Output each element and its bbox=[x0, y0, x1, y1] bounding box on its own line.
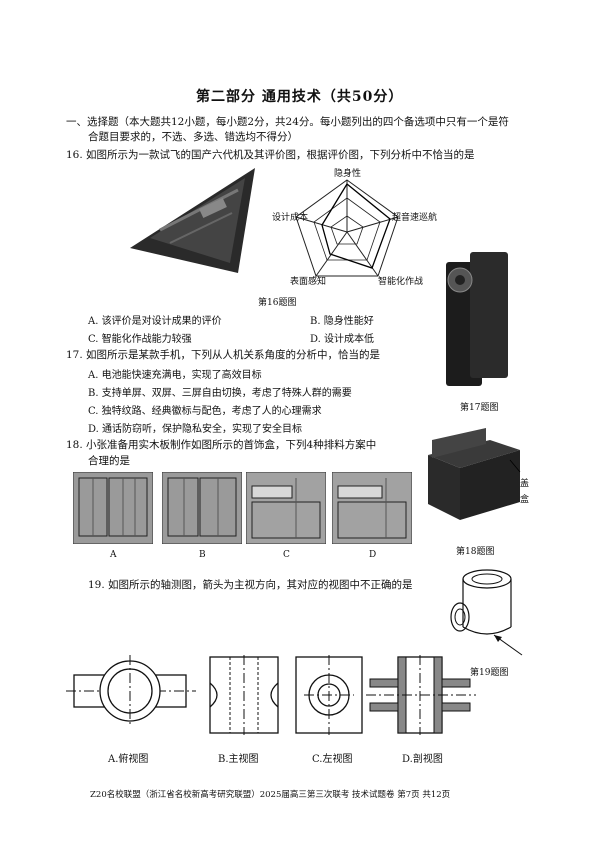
jet-photo bbox=[130, 168, 255, 273]
layout-option-d bbox=[332, 472, 412, 544]
choice-label-c: C bbox=[283, 550, 290, 560]
q16-stem: 16. 如图所示为一款试飞的国产六代机及其评价图，根据评价图，下列分析中不恰当的… bbox=[66, 149, 475, 161]
q16-option-d: D. 设计成本低 bbox=[310, 334, 375, 345]
radar-label-intelligent: 智能化作战 bbox=[378, 277, 424, 287]
radar-label-cost: 设计成本 bbox=[272, 213, 309, 223]
q17-option-b: B. 支持单屏、双屏、三屏自由切换，考虑了特殊人群的需要 bbox=[88, 388, 352, 399]
q16-option-a: A. 该评价是对设计成果的评价 bbox=[88, 316, 222, 327]
q18-stem-cont: 合理的是 bbox=[88, 455, 130, 467]
phone-photo bbox=[446, 252, 508, 386]
page-title: 第二部分 通用技术（共50分） bbox=[196, 89, 404, 105]
q16-option-c: C. 智能化作战能力较强 bbox=[88, 334, 192, 345]
section-heading: 一、选择题（本大题共12小题，每小题2分，共24分。每小题列出的四个备选项中只有… bbox=[66, 116, 509, 128]
jewelry-box-photo bbox=[428, 428, 521, 520]
view-label-c: C.左视图 bbox=[312, 754, 353, 765]
pipe-tee-axonometric bbox=[450, 569, 523, 656]
view-top bbox=[66, 655, 196, 727]
view-left bbox=[295, 655, 363, 735]
layout-option-a bbox=[73, 472, 153, 544]
q19-stem: 19. 如图所示的轴测图，箭头为主视方向，其对应的视图中不正确的是 bbox=[88, 579, 413, 591]
radar-label-stealth: 隐身性 bbox=[334, 169, 362, 179]
evaluation-radar-chart bbox=[295, 179, 399, 277]
q17-option-c: C. 独特纹路、经典徽标与配色，考虑了人的心理需求 bbox=[88, 406, 322, 417]
view-section bbox=[366, 655, 476, 735]
label-lid: 盖 bbox=[520, 479, 530, 489]
page-footer: Z20名校联盟（浙江省名校新高考研究联盟）2025届高三第三次联考 技术试题卷 … bbox=[90, 790, 451, 800]
section-heading-cont: 合题目要求的，不选、多选、错选均不得分） bbox=[88, 131, 298, 143]
choice-label-a: A bbox=[110, 550, 117, 560]
label-box: 盒 bbox=[520, 495, 530, 505]
radar-label-supercruise: 超音速巡航 bbox=[392, 213, 438, 223]
q16-option-b: B. 隐身性能好 bbox=[310, 316, 374, 327]
q17-caption: 第17题图 bbox=[460, 403, 499, 413]
view-label-b: B.主视图 bbox=[218, 754, 259, 765]
choice-label-d: D bbox=[369, 550, 377, 560]
q17-option-d: D. 通话防窃听，保护隐私安全，实现了安全目标 bbox=[88, 424, 303, 435]
radar-label-surface: 表面感知 bbox=[290, 277, 327, 287]
layout-option-c bbox=[246, 472, 326, 544]
q16-caption: 第16题图 bbox=[258, 298, 297, 308]
q18-caption: 第18题图 bbox=[456, 547, 495, 557]
view-front bbox=[209, 655, 279, 735]
view-label-a: A.俯视图 bbox=[108, 754, 149, 765]
q17-stem: 17. 如图所示是某款手机，下列从人机关系角度的分析中，恰当的是 bbox=[66, 349, 381, 361]
q18-stem: 18. 小张准备用实木板制作如图所示的首饰盒，下列4种排料方案中 bbox=[66, 439, 377, 451]
view-label-d: D.剖视图 bbox=[402, 754, 443, 765]
q19-caption: 第19题图 bbox=[470, 668, 509, 678]
layout-option-b bbox=[162, 472, 242, 544]
q17-option-a: A. 电池能快速充满电，实现了高效目标 bbox=[88, 370, 262, 381]
choice-label-b: B bbox=[199, 550, 206, 560]
